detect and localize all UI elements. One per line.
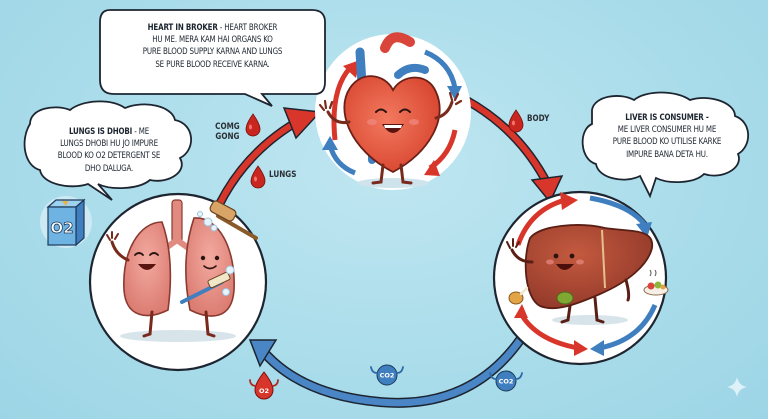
heart-panel	[315, 32, 471, 190]
arrow-heart-to-body	[461, 95, 564, 204]
lungs-panel	[88, 192, 268, 372]
arrow-body-to-lungs	[248, 335, 525, 408]
o2-molecule-icon: O2	[249, 371, 279, 400]
lungs-bubble-line: LUNGS DHOBI HU JO IMPURE	[60, 138, 158, 150]
heart-bubble-text: HEART IN BROKER - HEART BROKER HU ME. ME…	[116, 22, 310, 71]
speech-bubble-liver	[581, 91, 750, 199]
scrub-brush-icon	[197, 200, 258, 240]
lungs-bubble-heading: LUNGS IS DHOBI	[68, 126, 133, 137]
liver-panel	[492, 190, 669, 366]
heart-bubble-heading: HEART IN BROKER	[147, 22, 218, 33]
heart-bubble-line: - HEART BROKER	[219, 22, 278, 33]
lungs-label: LUNGS	[269, 170, 297, 180]
comg-label: COMG	[215, 122, 240, 132]
toothbrush-icon	[180, 265, 235, 304]
heart-bubble-line: HU ME. MERA KAM HAI ORGANS KO	[152, 34, 273, 46]
speech-bubble-lungs	[23, 100, 192, 201]
o2-molecule-label: O2	[259, 387, 269, 395]
liver-bubble-line: PURE BLOOD KO UTILISE KARKE	[612, 136, 722, 148]
liver-bubble-text: LIVER IS CONSUMER - ME LIVER CONSUMER HU…	[599, 112, 735, 161]
lungs-bubble-line: DHO DALUGA.	[84, 162, 134, 174]
lungs-bubble-line: - ME	[134, 126, 150, 137]
detergent-box-label: O2	[50, 219, 73, 237]
lungs-character-right	[185, 217, 235, 317]
detergent-box-icon: O2	[40, 196, 92, 248]
body-label: BODY	[527, 114, 550, 124]
heart-bubble-line: PURE BLOOD SUPPLY KARNA AND LUNGS	[142, 46, 283, 58]
co2-molecule-icon: CO2	[370, 364, 404, 386]
liver-character	[524, 224, 653, 310]
blood-drop-icon	[508, 109, 524, 133]
sparkle-icon	[727, 377, 747, 397]
blood-drop-icon	[250, 165, 266, 189]
co2-molecule-icon: CO2	[489, 370, 523, 392]
liver-bubble-heading: LIVER IS CONSUMER -	[625, 112, 709, 123]
co2-molecule-label: CO2	[499, 378, 514, 386]
heart-bubble-line: SE PURE BLOOD RECEIVE KARNA.	[155, 58, 270, 70]
food-plate-icon	[643, 269, 669, 296]
comg-gong-label: COMG GONG	[213, 122, 242, 142]
lungs-bubble-text: LUNGS IS DHOBI - ME LUNGS DHOBI HU JO IM…	[36, 126, 182, 175]
lungs-bubble-line: BLOOD KO O2 DETERGENT SE	[57, 150, 161, 162]
blood-drop-icon	[245, 113, 261, 137]
liver-bubble-line: IMPURE BANA DETA HU.	[626, 148, 708, 160]
speech-bubble-heart	[99, 9, 326, 107]
liver-bubble-line: ME LIVER CONSUMER HU ME	[617, 124, 717, 136]
gong-label: GONG	[215, 132, 240, 142]
chicken-leg-icon	[508, 286, 529, 305]
co2-molecule-label: CO2	[380, 372, 395, 380]
